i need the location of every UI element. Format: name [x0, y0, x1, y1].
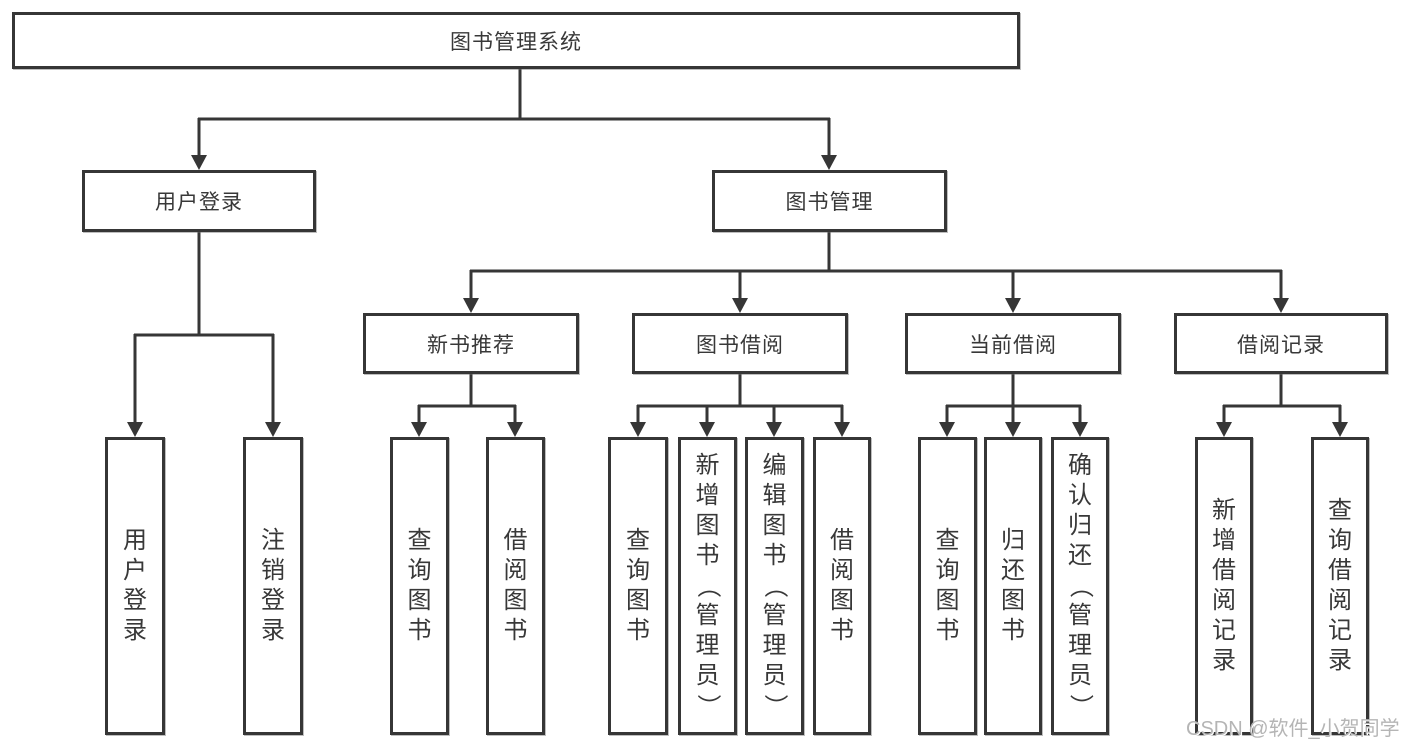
arrowhead-down [411, 422, 427, 437]
arrowhead-down [265, 422, 281, 437]
node-leaf-edit-books-admin: 编辑图书（管理员） [745, 437, 804, 735]
node-leaf-query-books-recommend: 查询图书 [390, 437, 449, 735]
arrowhead-down [834, 422, 850, 437]
arrowhead-down [463, 298, 479, 313]
arrowhead-down [630, 422, 646, 437]
arrowhead-down [191, 155, 207, 170]
arrowhead-down [1216, 422, 1232, 437]
arrowhead-down [1332, 422, 1348, 437]
node-leaf-add-books-admin: 新增图书（管理员） [678, 437, 737, 735]
arrowhead-down [507, 422, 523, 437]
arrowhead-down [1072, 422, 1088, 437]
arrowhead-down [821, 155, 837, 170]
node-book-borrowing: 图书借阅 [632, 313, 848, 374]
node-leaf-query-borrow-record: 查询借阅记录 [1311, 437, 1369, 735]
node-leaf-borrow-books-recommend: 借阅图书 [486, 437, 545, 735]
node-library-management-system: 图书管理系统 [12, 12, 1020, 69]
node-label: 图书管理系统 [450, 30, 582, 54]
arrowhead-down [1273, 298, 1289, 313]
node-leaf-query-books-borrow: 查询图书 [608, 437, 668, 735]
arrowhead-down [1005, 298, 1021, 313]
arrowhead-down [1005, 422, 1021, 437]
node-leaf-user-login: 用户登录 [105, 437, 165, 735]
node-leaf-logout: 注销登录 [243, 437, 303, 735]
arrowhead-down [766, 422, 782, 437]
node-label: 图书管理 [785, 191, 874, 214]
node-leaf-return-books: 归还图书 [984, 437, 1042, 735]
node-new-book-recommendation: 新书推荐 [363, 313, 579, 374]
connector-path [133, 68, 1342, 424]
node-label: 图书借阅 [696, 333, 784, 357]
node-leaf-add-borrow-record: 新增借阅记录 [1195, 437, 1253, 735]
node-label: 借阅记录 [1237, 333, 1325, 357]
node-label: 新书推荐 [427, 333, 515, 357]
node-current-borrowing: 当前借阅 [905, 313, 1121, 374]
arrowhead-down [699, 422, 715, 437]
arrowhead-down [127, 422, 143, 437]
node-book-management: 图书管理 [712, 170, 947, 232]
node-user-login: 用户登录 [82, 170, 316, 232]
watermark: CSDN @软件_小贺同学 [1186, 718, 1400, 740]
node-borrowing-records: 借阅记录 [1174, 313, 1388, 374]
node-leaf-confirm-return-admin: 确认归还（管理员） [1051, 437, 1109, 735]
node-label: 用户登录 [155, 191, 243, 214]
node-leaf-borrow-books: 借阅图书 [813, 437, 871, 735]
arrowhead-down [939, 422, 955, 437]
arrowhead-down [732, 298, 748, 313]
node-leaf-query-books-current: 查询图书 [918, 437, 977, 735]
node-label: 当前借阅 [969, 333, 1057, 357]
